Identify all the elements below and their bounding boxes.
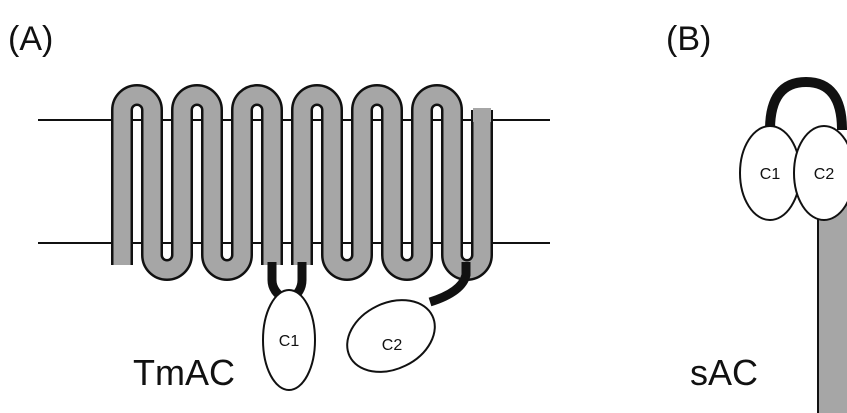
helix-end-cap bbox=[473, 108, 491, 122]
panel-b: (B) C1 C2 sAC bbox=[666, 20, 847, 413]
sac-label: sAC bbox=[690, 352, 758, 393]
sac-c1-label: C1 bbox=[760, 166, 781, 183]
c2-domain-label: C2 bbox=[382, 337, 403, 354]
panel-a-label: (A) bbox=[8, 20, 53, 58]
panel-a: (A) C1 C2 TmAC bbox=[8, 20, 550, 393]
sac-stalk bbox=[818, 200, 847, 413]
panel-b-label: (B) bbox=[666, 20, 711, 58]
transmembrane-helices-fill bbox=[122, 95, 482, 270]
sac-linker-arch bbox=[770, 82, 842, 130]
sac-c2-label: C2 bbox=[814, 166, 835, 183]
c1-domain-label: C1 bbox=[279, 333, 300, 350]
tmac-label: TmAC bbox=[133, 352, 235, 393]
